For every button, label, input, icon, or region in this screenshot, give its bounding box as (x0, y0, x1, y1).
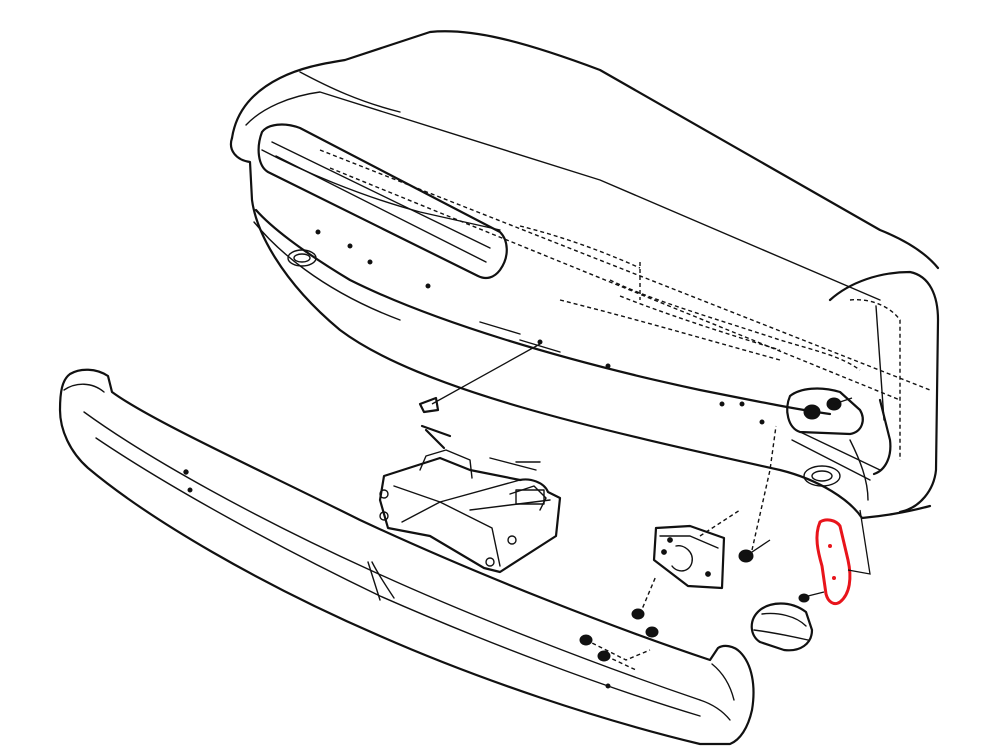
bumper-end-filler-bracket (798, 509, 871, 606)
vehicle-rear-body (229, 30, 940, 520)
license-plate-bracket (378, 343, 562, 574)
bumper-mounting-bracket (579, 397, 853, 671)
rear-bumper-bar (58, 368, 755, 746)
bumper-rubber-guard (750, 602, 814, 652)
